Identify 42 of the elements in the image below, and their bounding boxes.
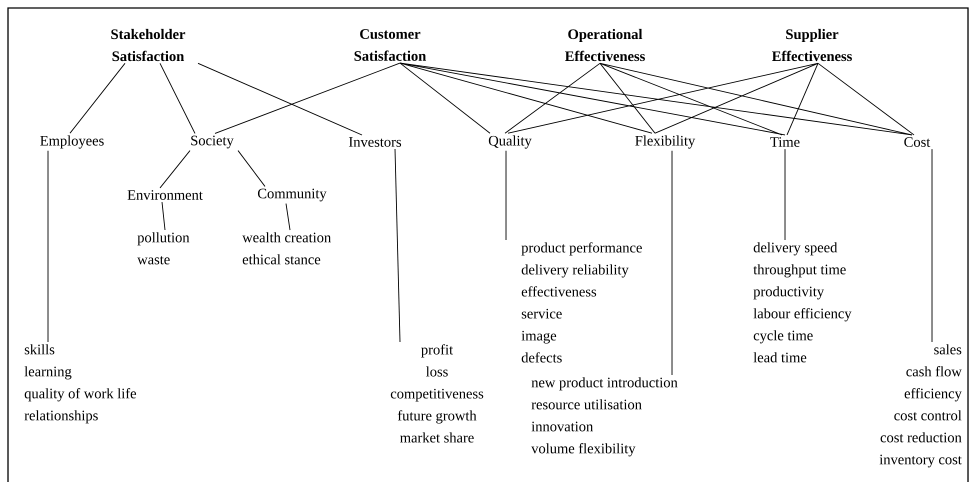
- connector-line: [600, 62, 912, 136]
- measure-list: delivery speed throughput time productivity labour efficiency cycle time lead time: [753, 242, 852, 362]
- measure-list: skills learning quality of work life relationships: [24, 344, 136, 424]
- connector-line: [654, 62, 818, 134]
- connector-line: [600, 62, 656, 134]
- connector-line: [504, 62, 600, 134]
- dimension-label: Investors: [348, 137, 402, 147]
- connector-line: [508, 62, 818, 134]
- connector-line: [238, 150, 266, 187]
- connector-line: [400, 62, 652, 134]
- connector-line: [818, 62, 914, 136]
- category-heading: Supplier Effectiveness: [772, 28, 852, 62]
- dimension-label: Time: [770, 137, 800, 147]
- connector-line: [286, 203, 290, 230]
- dimension-label: Quality: [488, 135, 532, 149]
- connector-line: [600, 62, 782, 136]
- category-heading: Customer Satisfaction: [354, 29, 426, 61]
- measure-list: wealth creation ethical stance: [242, 232, 331, 264]
- dimension-label: Cost: [904, 137, 930, 147]
- dimension-label: Society: [191, 136, 234, 148]
- connector-line: [160, 62, 196, 134]
- connector-line: [160, 150, 190, 188]
- category-heading: Stakeholder Satisfaction: [111, 28, 186, 62]
- measure-list: profit loss competitiveness future growth market share: [390, 344, 484, 443]
- connector-line: [162, 202, 166, 230]
- dimension-label: Flexibility: [635, 135, 696, 149]
- dimension-label: Environment: [128, 190, 203, 200]
- connector-line: [214, 62, 400, 134]
- connector-line: [198, 62, 362, 136]
- connector-line: [786, 62, 818, 136]
- connector-line: [400, 62, 786, 136]
- connector-line: [400, 62, 490, 134]
- connector-line: [70, 62, 126, 134]
- measure-list: new product introduction resource utilisation innovation volume flexibility: [531, 377, 678, 456]
- dimension-label: Community: [258, 188, 327, 202]
- connector-line: [400, 62, 912, 136]
- measure-list: pollution waste: [137, 232, 190, 264]
- measure-list: sales cash flow efficiency cost control cost reduction inventory cost: [880, 344, 962, 468]
- dimension-label: Employees: [40, 135, 104, 149]
- category-heading: Operational Effectiveness: [565, 28, 645, 62]
- connector-line: [784, 148, 786, 240]
- connector-line: [394, 148, 400, 342]
